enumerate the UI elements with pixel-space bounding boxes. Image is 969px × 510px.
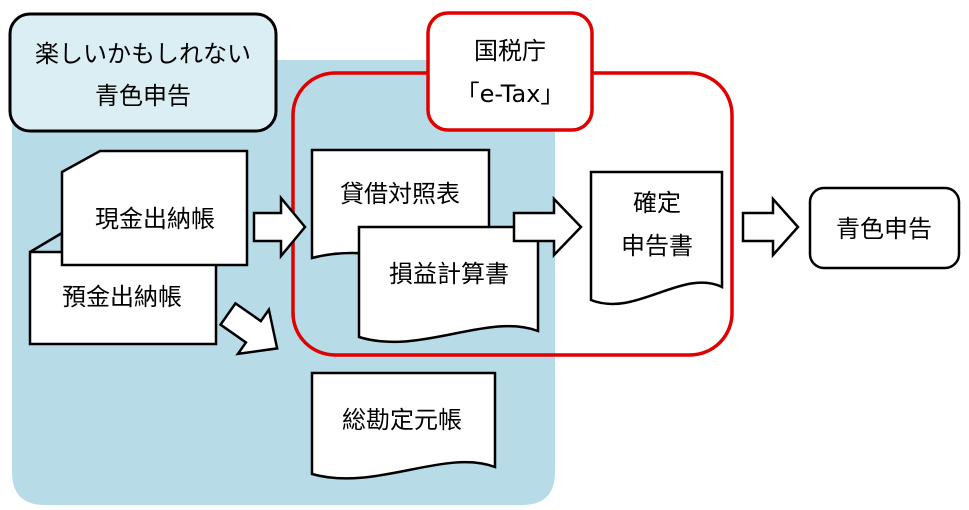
general-ledger-doc: 総勘定元帳 xyxy=(310,371,497,480)
arrow-to-financials xyxy=(252,194,307,260)
tax-return-label-line1: 確定 xyxy=(633,189,681,217)
income-statement-label: 損益計算書 xyxy=(389,260,509,288)
balance-sheet-label: 貸借対照表 xyxy=(340,180,460,208)
software-label-line2: 青色申告 xyxy=(95,82,191,110)
tax-return-label-line2: 申告書 xyxy=(621,232,693,260)
result-label: 青色申告 xyxy=(836,215,932,243)
etax-label-line1: 国税庁 xyxy=(474,37,546,65)
etax-label-box: 国税庁 「e-Tax」 xyxy=(426,11,594,132)
cash-book-card: 現金出納帳 xyxy=(60,149,249,267)
income-statement-doc: 損益計算書 xyxy=(357,225,540,344)
arrow-to-result xyxy=(741,195,800,259)
software-label-box: 楽しいかもしれない 青色申告 xyxy=(8,12,278,133)
arrow-to-general-ledger xyxy=(218,301,279,356)
general-ledger-label: 総勘定元帳 xyxy=(342,406,462,434)
cash-book-label: 現金出納帳 xyxy=(95,205,215,233)
result-box: 青色申告 xyxy=(808,186,961,270)
etax-label-line2: 「e-Tax」 xyxy=(456,80,565,108)
tax-return-doc: 確定 申告書 xyxy=(589,170,724,306)
arrow-to-tax-return xyxy=(512,195,583,259)
software-label-line1: 楽しいかもしれない xyxy=(35,40,251,68)
deposit-book-label: 預金出納帳 xyxy=(62,283,182,311)
